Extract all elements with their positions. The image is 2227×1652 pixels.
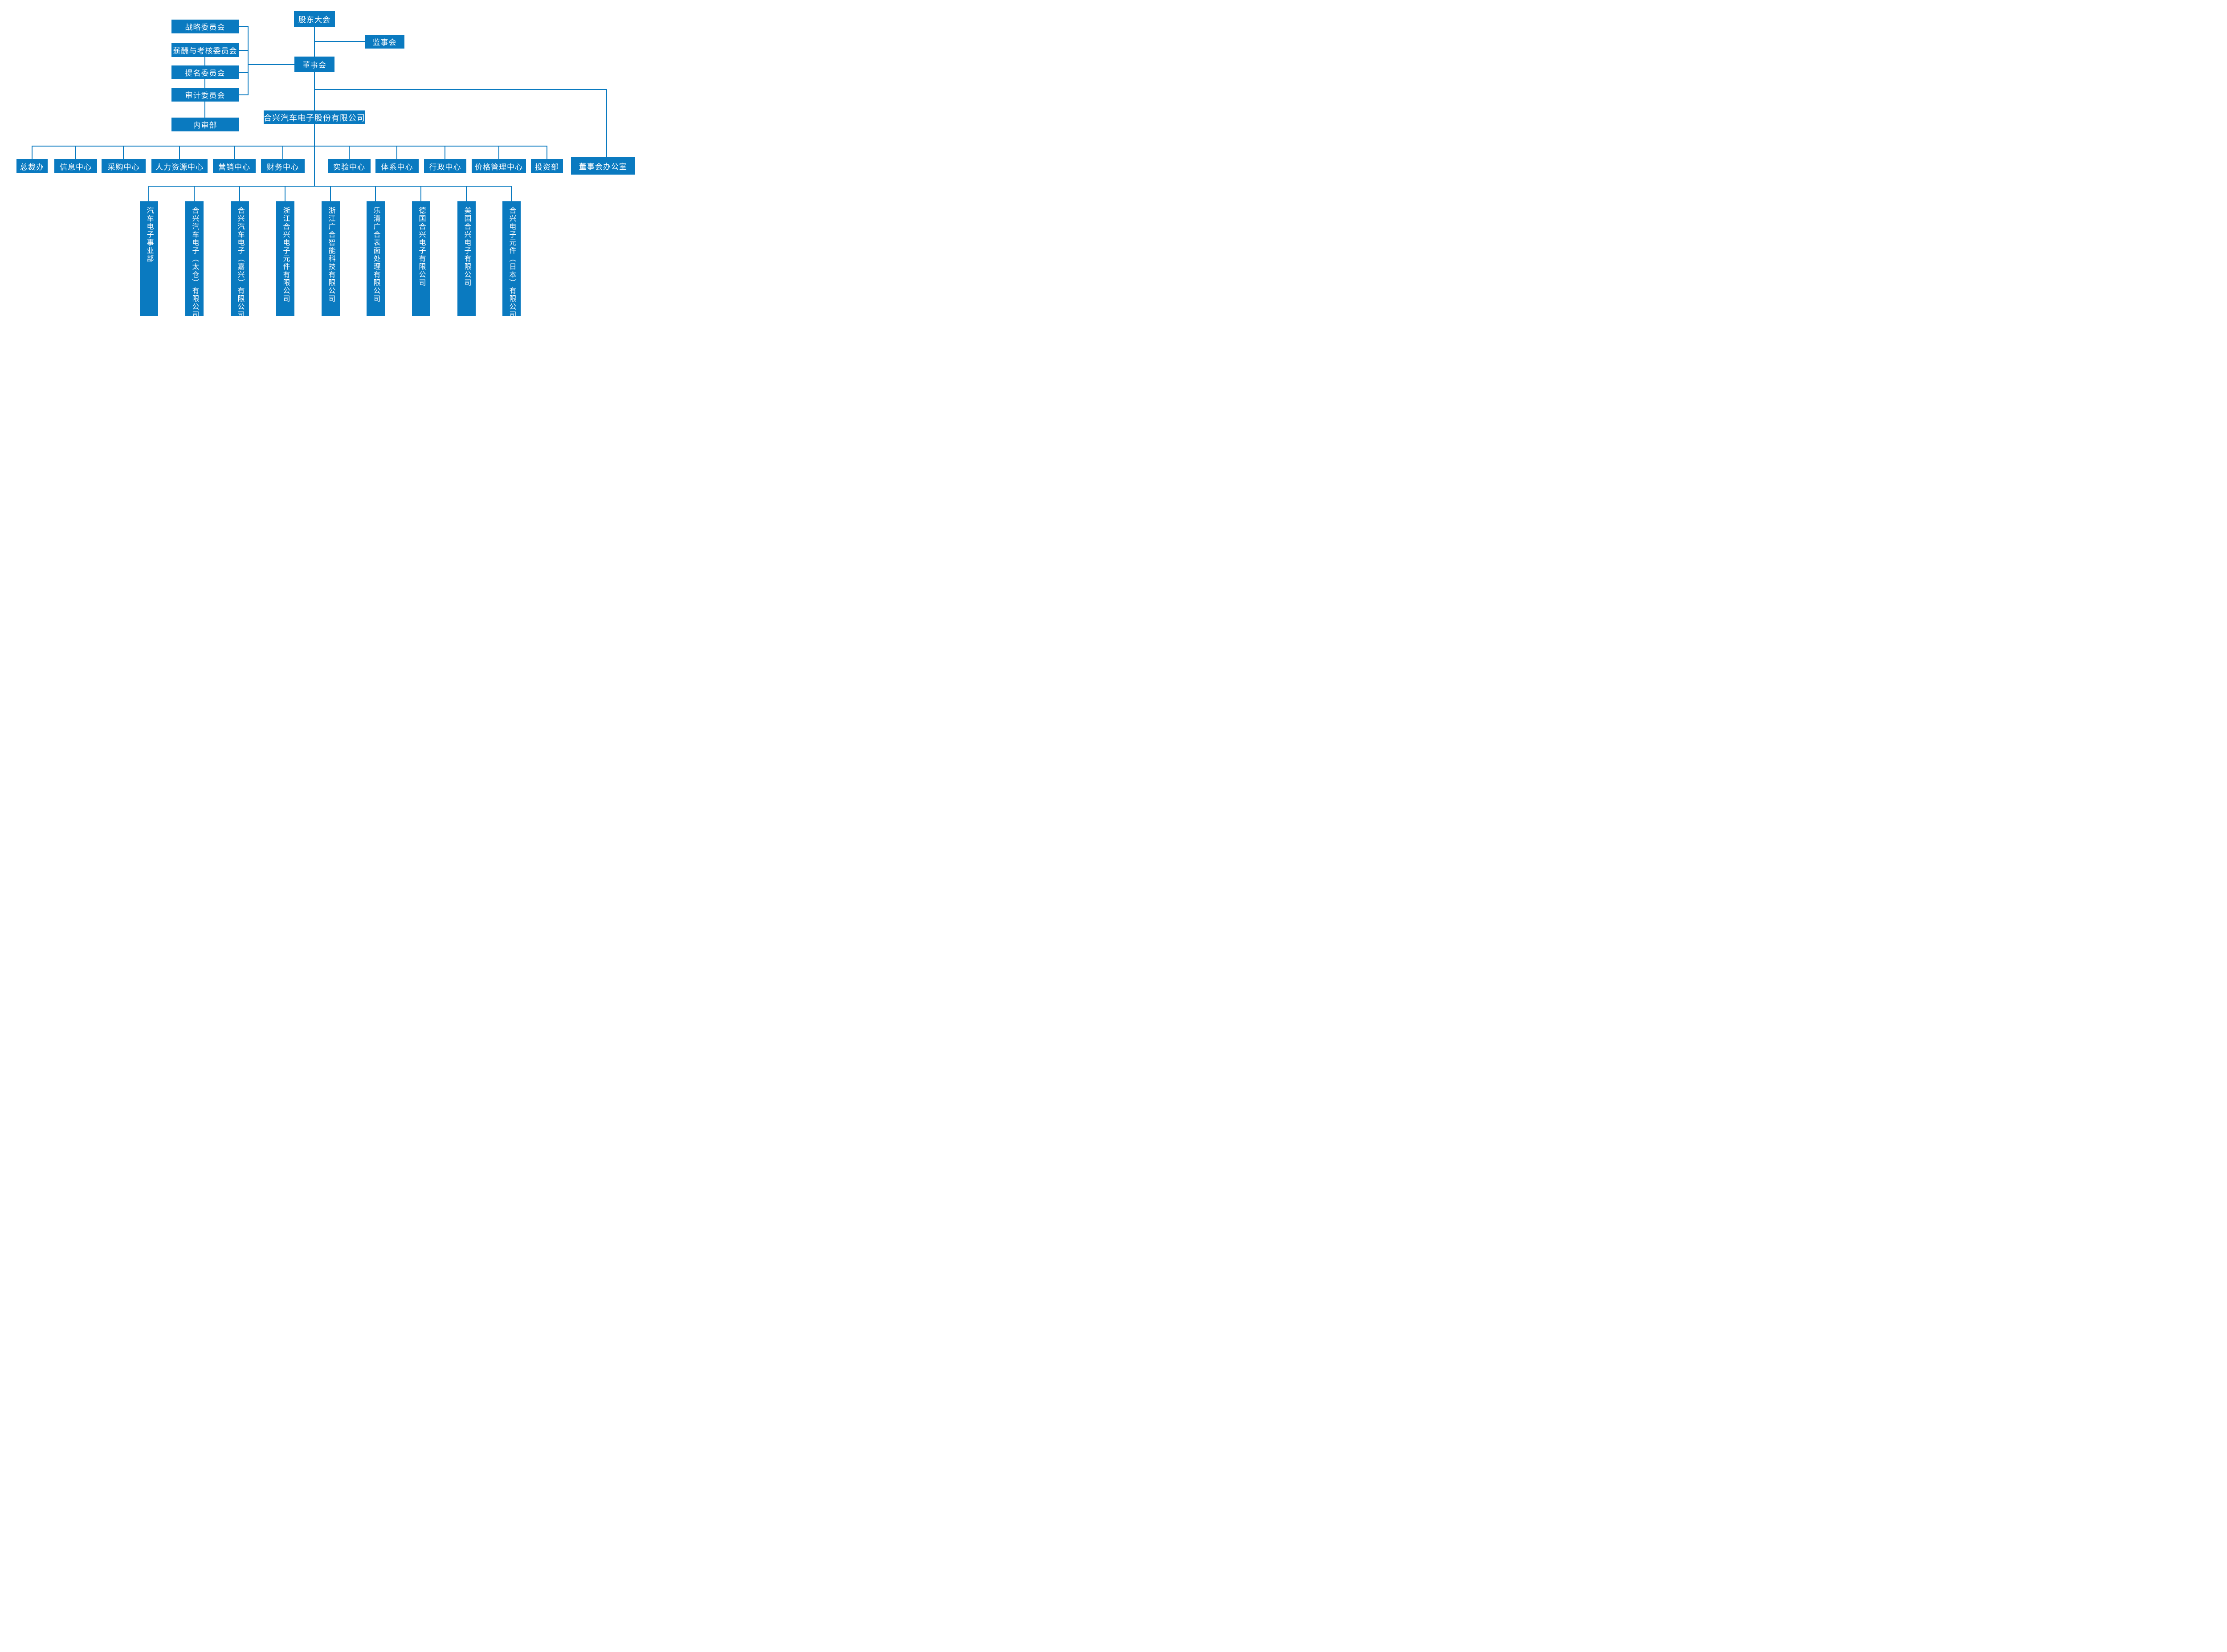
node-internal-audit-dept: 内审部 [171,118,239,131]
node-remuneration-assessment-committee: 薪酬与考核委员会 [171,43,239,57]
connector-centers-bus [32,146,547,147]
connector-subsidiary-drop [239,186,240,201]
subsidiary-label: 合兴汽车电子（嘉兴）有限公司 [236,207,244,319]
connector-subsidiary-drop [330,186,331,201]
connector-subsidiary-drop [375,186,376,201]
node-supervisory-board: 监事会 [365,35,404,49]
connector-center-drop [234,146,235,159]
connector-subsidiary-drop [285,186,286,201]
node-strategy-committee: 战略委员会 [171,20,239,33]
connector-audit-internal-audit [204,102,205,118]
connector-center-drop [282,146,283,159]
subsidiary-label: 汽车电子事业部 [145,207,153,263]
connector-center-drop [75,146,76,159]
node-marketing-center: 营销中心 [213,159,256,173]
node-hr-center: 人力资源中心 [151,159,208,173]
connector-subsidiary-drop [420,186,421,201]
connector-spine-board [248,64,294,65]
node-investment-dept: 投资部 [531,159,563,173]
org-chart: 股东大会 监事会 董事会 战略委员会 薪酬与考核委员会 提名委员会 审计委员会 … [0,0,650,330]
subsidiary-label: 乐清广合表面处理有限公司 [372,207,380,303]
node-procurement-center: 采购中心 [102,159,146,173]
connector-center-drop [349,146,350,159]
node-germany-hexing: 德国合兴电子有限公司 [412,201,430,316]
connector-center-drop [32,146,33,159]
node-hexing-jiaxing: 合兴汽车电子（嘉兴）有限公司 [231,201,249,319]
subsidiary-label: 合兴汽车电子（太仓）有限公司 [191,207,199,319]
connector-committee-stub [239,26,249,27]
node-usa-hexing: 美国合兴电子有限公司 [457,201,476,316]
connector-center-drop [179,146,180,159]
connector-center-drop [498,146,499,159]
connector-committee-stub [239,72,249,73]
node-administration-center: 行政中心 [424,159,466,173]
subsidiary-label: 美国合兴电子有限公司 [463,207,471,287]
connector-parent-subsidiaries [314,124,315,186]
connector-board-office-horizontal [314,89,607,90]
node-finance-center: 财务中心 [261,159,305,173]
node-hexing-taicang: 合兴汽车电子（太仓）有限公司 [185,201,204,319]
connector-committee-stub [239,50,249,51]
node-yueqing-guanghe-surface-treatment: 乐清广合表面处理有限公司 [367,201,385,316]
node-board-office: 董事会办公室 [571,157,635,175]
connector-committee-spine [248,26,249,95]
node-information-center: 信息中心 [54,159,97,173]
connector-subsidiary-drop [194,186,195,201]
connector-remuneration-nomination [204,57,205,65]
connector-committee-stub [239,94,249,95]
connector-board-office-vertical [606,89,607,157]
connector-nomination-audit [204,79,205,88]
node-hexing-components-japan: 合兴电子元件（日本）有限公司 [502,201,521,319]
subsidiary-label: 合兴电子元件（日本）有限公司 [508,207,516,319]
node-audit-committee: 审计委员会 [171,88,239,102]
connector-supervisory-branch [314,41,365,42]
subsidiary-label: 浙江广合智能科技有限公司 [327,207,335,303]
subsidiary-label: 浙江合兴电子元件有限公司 [281,207,290,303]
node-automotive-electronics-division: 汽车电子事业部 [140,201,158,316]
node-president-office: 总裁办 [16,159,48,173]
connector-subsidiary-drop [148,186,149,201]
node-nomination-committee: 提名委员会 [171,65,239,79]
node-system-center: 体系中心 [375,159,419,173]
node-parent-company: 合兴汽车电子股份有限公司 [264,110,365,124]
connector-center-drop [396,146,397,159]
connector-board-parent [314,72,315,110]
node-price-management-center: 价格管理中心 [472,159,526,173]
node-zhejiang-guanghe-smart-tech: 浙江广合智能科技有限公司 [322,201,340,316]
node-lab-center: 实验中心 [328,159,371,173]
connector-subsidiary-drop [466,186,467,201]
connector-subsidiary-drop [511,186,512,201]
node-zhejiang-hexing-components: 浙江合兴电子元件有限公司 [276,201,294,316]
subsidiary-label: 德国合兴电子有限公司 [417,207,425,287]
node-board-of-directors: 董事会 [294,57,334,72]
node-shareholders-meeting: 股东大会 [294,11,335,27]
connector-center-drop [123,146,124,159]
